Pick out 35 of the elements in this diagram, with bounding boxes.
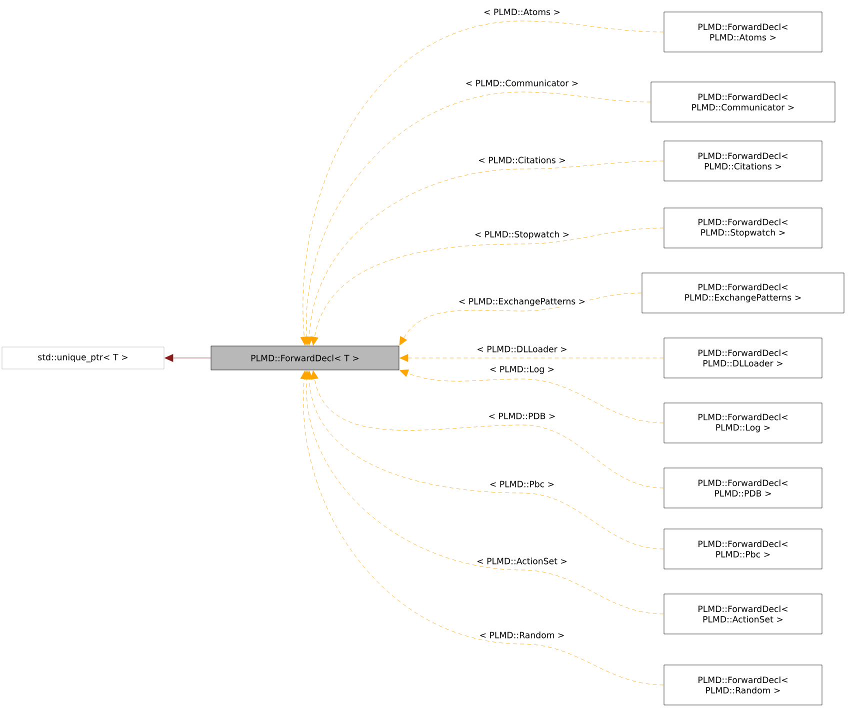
- edge-label: < PLMD::PDB >: [488, 412, 556, 420]
- class-box: std::unique_ptr< T >: [2, 346, 164, 370]
- edge-label: < PLMD::Pbc >: [488, 480, 556, 488]
- arrow: [400, 354, 664, 362]
- arrow: [164, 354, 211, 362]
- edge-label: < PLMD::Communicator >: [464, 79, 580, 87]
- arrow: [300, 20, 664, 346]
- class-box: PLMD::ForwardDecl< PLMD::Citations >: [664, 140, 822, 182]
- arrow: [305, 370, 664, 550]
- class-box: PLMD::ForwardDecl< PLMD::PDB >: [664, 468, 822, 508]
- class-box: PLMD::ForwardDecl< PLMD::Random >: [664, 664, 822, 706]
- class-box: PLMD::ForwardDecl< PLMD::ExchangePatterns >: [642, 272, 844, 314]
- class-box: PLMD::ForwardDecl< PLMD::Log >: [664, 402, 822, 444]
- edge-label: < PLMD::Citations >: [478, 156, 566, 164]
- class-box: PLMD::ForwardDecl< PLMD::Atoms >: [664, 12, 822, 52]
- class-box: PLMD::ForwardDecl< PLMD::DLLoader >: [664, 338, 822, 378]
- arrow: [305, 160, 664, 346]
- arrow: [302, 92, 651, 346]
- edge-label: < PLMD::DLLoader >: [476, 345, 568, 353]
- edge-label: < PLMD::Atoms >: [483, 8, 561, 16]
- class-box: PLMD::ForwardDecl< T >: [210, 346, 400, 370]
- class-box: PLMD::ForwardDecl< PLMD::Pbc >: [664, 528, 822, 570]
- arrow: [399, 292, 642, 346]
- edge-label: < PLMD::ExchangePatterns >: [458, 297, 586, 307]
- arrow: [310, 228, 664, 346]
- arrow: [399, 369, 664, 424]
- arrow: [310, 370, 664, 488]
- arrow: [300, 370, 664, 686]
- edge-label: < PLMD::Log >: [488, 365, 556, 375]
- class-box: PLMD::ForwardDecl< PLMD::Stopwatch >: [664, 208, 822, 248]
- edge-label: < PLMD::Stopwatch >: [474, 230, 570, 240]
- edge-label: < PLMD::Random >: [478, 631, 566, 639]
- class-box: PLMD::ForwardDecl< PLMD::Communicator >: [650, 82, 836, 122]
- edge-label: < PLMD::ActionSet >: [476, 557, 568, 565]
- class-box: PLMD::ForwardDecl< PLMD::ActionSet >: [664, 594, 822, 634]
